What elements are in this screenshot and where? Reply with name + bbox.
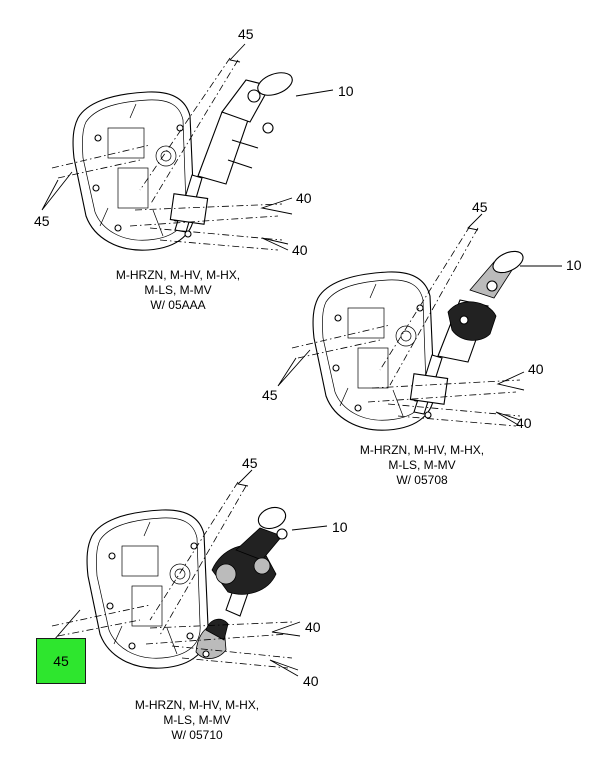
caption-view-1: M-HRZN, M-HV, M-HX, M-LS, M-MV W/ 05AAA [78, 268, 278, 313]
caption-view-3-line1: M-HRZN, M-HV, M-HX, [134, 698, 260, 712]
callout-45-highlight[interactable]: 45 [36, 638, 86, 684]
view-3-illustration [51, 469, 328, 677]
callout-40-view3-a: 40 [305, 619, 321, 635]
callout-40-view2-a: 40 [528, 361, 544, 377]
caption-view-2-line3: W/ 05708 [396, 473, 448, 487]
callout-45-view1-top: 45 [238, 26, 254, 42]
column-bracket-1 [169, 193, 209, 225]
callout-45-view3-top: 45 [242, 455, 258, 471]
callout-10-view1: 10 [338, 83, 354, 99]
callout-45-view1-left: 45 [34, 213, 50, 229]
callout-10-view2: 10 [566, 257, 582, 273]
caption-view-1-line3: W/ 05AAA [150, 298, 206, 312]
caption-view-3-line3: W/ 05710 [171, 728, 223, 742]
caption-view-1-line1: M-HRZN, M-HV, M-HX, [115, 268, 241, 282]
callout-45-view2-left: 45 [262, 387, 278, 403]
column-bracket-2 [409, 373, 449, 405]
callout-40-view2-b: 40 [516, 415, 532, 431]
view-2-illustration [277, 213, 562, 431]
column-tube-1 [197, 111, 249, 185]
caption-view-2-line1: M-HRZN, M-HV, M-HX, [359, 443, 485, 457]
caption-view-3-line2: M-LS, M-MV [163, 713, 231, 727]
callout-45-highlight-label: 45 [53, 653, 69, 669]
callout-40-view1-a: 40 [296, 190, 312, 206]
caption-view-1-line2: M-LS, M-MV [144, 283, 212, 297]
ujoint-3 [257, 506, 287, 530]
callout-45-view2-top: 45 [472, 199, 488, 215]
tilt-actuator-2 [447, 301, 497, 341]
callout-40-view3-b: 40 [303, 673, 319, 689]
dash-panel-3 [86, 509, 209, 669]
caption-view-2: M-HRZN, M-HV, M-HX, M-LS, M-MV W/ 05708 [322, 443, 522, 488]
callout-10-view3: 10 [332, 519, 348, 535]
ujoint-2 [492, 250, 524, 274]
caption-view-2-line2: M-LS, M-MV [388, 458, 456, 472]
view-1-illustration [41, 43, 334, 251]
caption-view-3: M-HRZN, M-HV, M-HX, M-LS, M-MV W/ 05710 [97, 698, 297, 743]
callout-40-view1-b: 40 [292, 242, 308, 258]
ujoint-1 [257, 72, 293, 96]
